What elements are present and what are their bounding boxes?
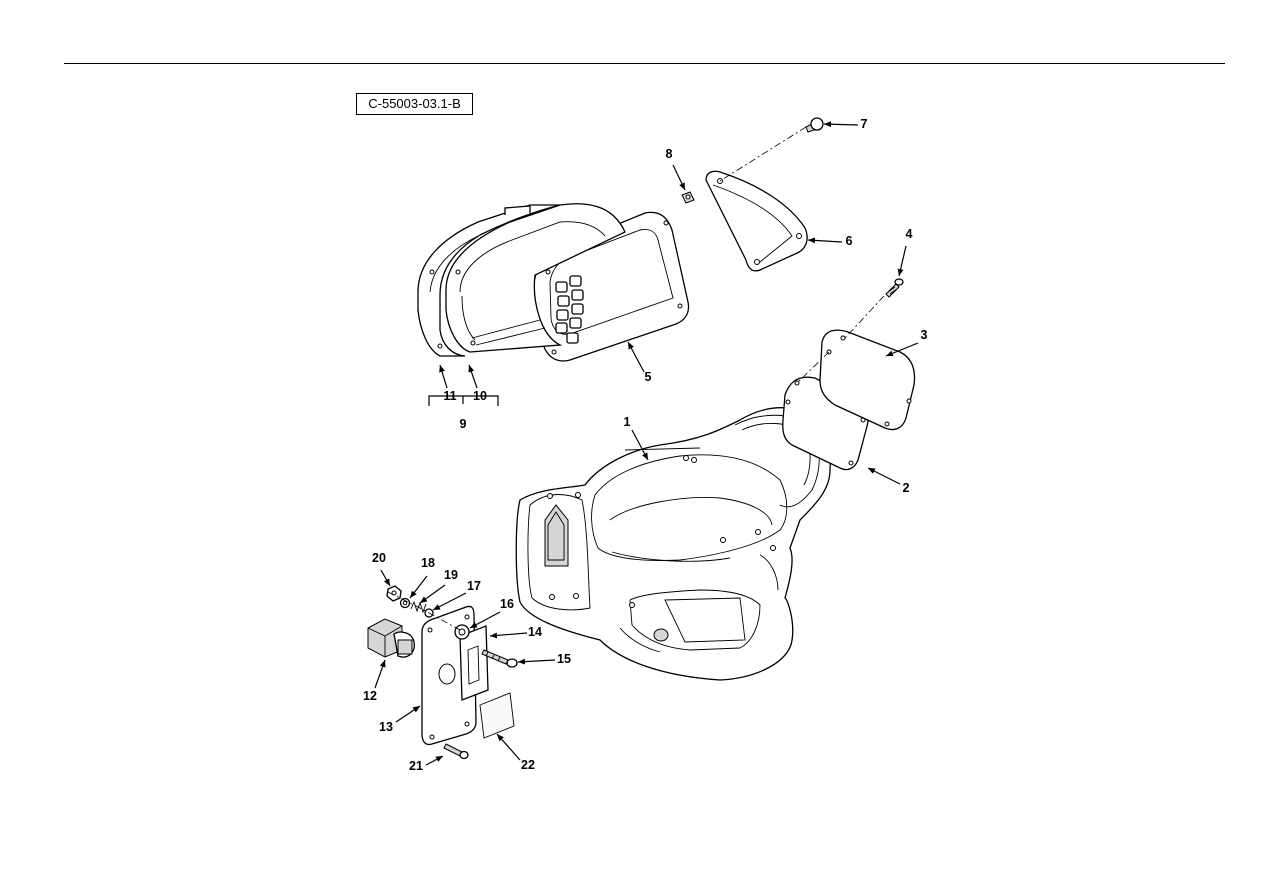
leader-line-10 [468,364,478,389]
callout-21: 21 [409,759,423,773]
header-rule [64,63,1225,64]
part-12-switch [367,618,415,658]
part-14-bracket [459,625,489,701]
group-bracket-9 [428,395,499,406]
leader-line-4 [897,245,907,277]
leader-line-8 [672,164,686,191]
leader-line-5 [627,341,645,373]
callout-19: 19 [444,568,458,582]
leader-line-7 [823,121,859,128]
callout-6: 6 [846,234,853,248]
leader-line-17 [432,592,467,611]
callout-7: 7 [861,117,868,131]
part-6-cover-plate [705,170,808,272]
callout-13: 13 [379,720,393,734]
callout-8: 8 [666,147,673,161]
leader-lines [374,121,919,766]
callout-20: 20 [372,551,386,565]
frame-tab [504,205,531,215]
part-8-nut [681,191,695,204]
callout-18: 18 [421,556,435,570]
leader-line-18 [409,575,428,599]
leader-line-15 [517,658,556,665]
part-15-bolt [481,649,518,668]
callout-17: 17 [467,579,481,593]
callout-3: 3 [921,328,928,342]
callout-22: 22 [521,758,535,772]
part-10-gasket [445,203,626,353]
part-11-gasket [417,204,561,357]
callout-12: 12 [363,689,377,703]
leader-line-2 [867,467,901,485]
callout-16: 16 [500,597,514,611]
part-1-fairing-housing [515,407,831,681]
leader-line-16 [469,611,501,629]
callout-2: 2 [903,481,910,495]
keypad-buttons [555,275,584,344]
callout-15: 15 [557,652,571,666]
part-21-screw [443,743,469,760]
part-4-screw [885,278,904,298]
leader-line-1 [631,429,649,461]
part-22-decal [479,692,515,739]
assembly-lines [387,126,885,631]
callout-4: 4 [906,227,913,241]
part-18-washer [399,597,411,609]
leader-line-22 [496,733,521,761]
leader-line-3 [885,342,919,357]
leader-line-12 [374,659,386,689]
part-7-fastener [805,117,824,133]
callout-5: 5 [645,370,652,384]
part-20-nut [386,585,402,602]
frame-inner-edge [471,319,546,346]
leader-line-13 [395,705,421,723]
leader-line-21 [425,755,444,766]
leader-line-19 [419,584,446,604]
leader-line-20 [380,569,391,587]
callout-14: 14 [528,625,542,639]
figure-id-label: C-55003-03.1-B [356,93,473,115]
leader-line-6 [807,237,843,244]
callout-1: 1 [624,415,631,429]
part-16-spacer [454,624,470,640]
leader-line-11 [439,364,448,389]
leader-line-14 [489,632,528,639]
callout-9: 9 [460,417,467,431]
